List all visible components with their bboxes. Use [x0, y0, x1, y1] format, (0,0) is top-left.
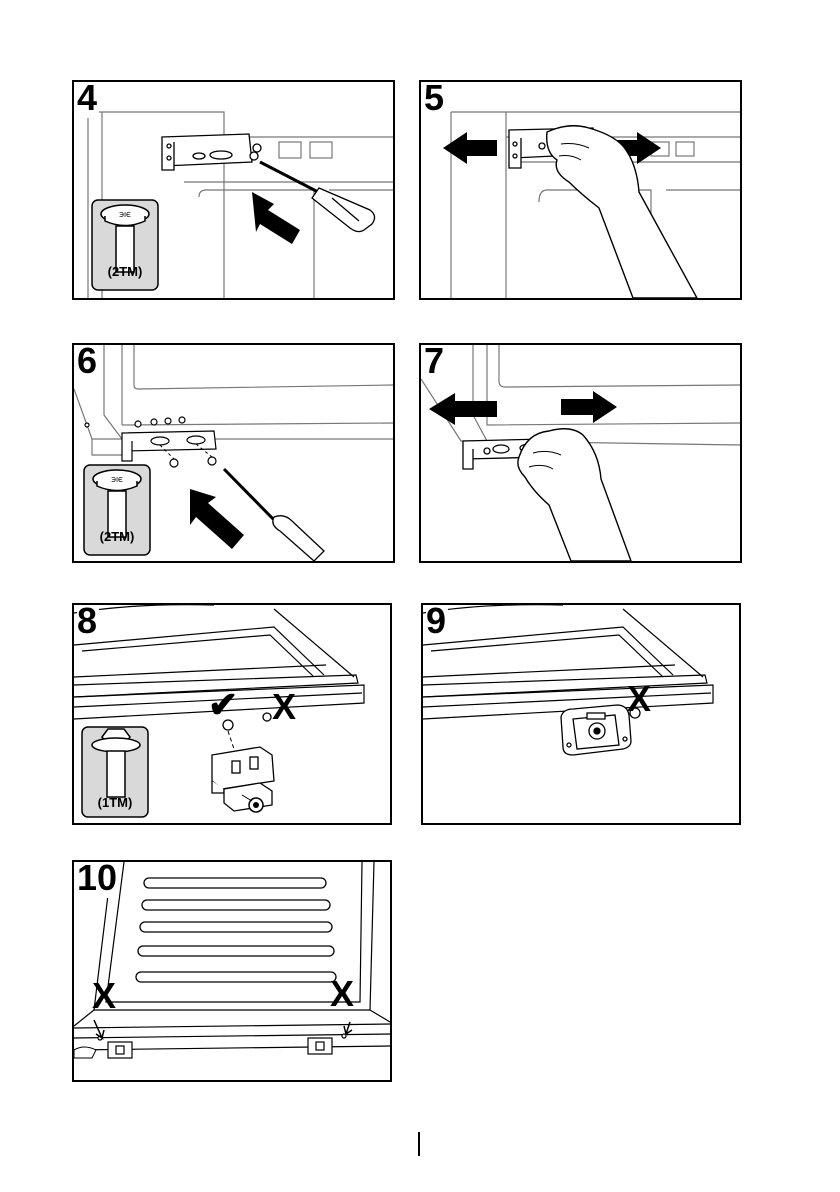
step-10-illustration: X X [74, 862, 390, 1080]
page-number-marker [418, 1132, 420, 1156]
direction-arrow [252, 192, 300, 244]
step-6-illustration: ЭІЄ (2TM) [74, 345, 393, 561]
shelf-ribs [136, 878, 336, 982]
hand [547, 126, 697, 298]
arrow-right [561, 391, 617, 423]
wrong-mark: X [272, 686, 296, 727]
step-number: 10 [77, 860, 119, 898]
step-number: 9 [426, 603, 448, 641]
step-number: 6 [77, 343, 99, 381]
check-mark: ✔ [208, 684, 238, 725]
step-5-illustration [421, 82, 740, 298]
bracket [561, 705, 631, 755]
step-7-panel: 7 [419, 343, 742, 563]
step-number: 7 [424, 343, 446, 381]
step-7-illustration [421, 345, 740, 561]
step-number: 4 [77, 80, 99, 118]
step-8-panel: 8 ✔ X [72, 603, 392, 825]
wrong-mark-left: X [92, 975, 116, 1016]
step-8-illustration: ✔ X (1TM) [74, 605, 390, 823]
wrong-mark: X [627, 678, 651, 719]
step-9-illustration: X [423, 605, 739, 823]
direction-arrow [190, 489, 244, 549]
screw-label: (2TM) [100, 529, 135, 544]
step-4-panel: 4 [72, 80, 395, 300]
step-number: 8 [77, 603, 99, 641]
svg-text:ЭІЄ: ЭІЄ [119, 211, 131, 219]
screw-label: (1TM) [98, 795, 133, 810]
step-9-panel: 9 X [421, 603, 741, 825]
step-6-panel: 6 [72, 343, 395, 563]
step-10-panel: 10 X X [72, 860, 392, 1082]
hand [518, 429, 631, 561]
bracket [212, 747, 274, 811]
svg-text:ЭІЄ: ЭІЄ [111, 476, 123, 484]
step-5-panel: 5 [419, 80, 742, 300]
step-number: 5 [424, 80, 446, 118]
screw-label: (2TM) [108, 264, 143, 279]
screwdriver [224, 469, 324, 561]
wrong-mark-right: X [330, 973, 354, 1014]
step-4-illustration: ЭІЄ (2TM) [74, 82, 393, 298]
